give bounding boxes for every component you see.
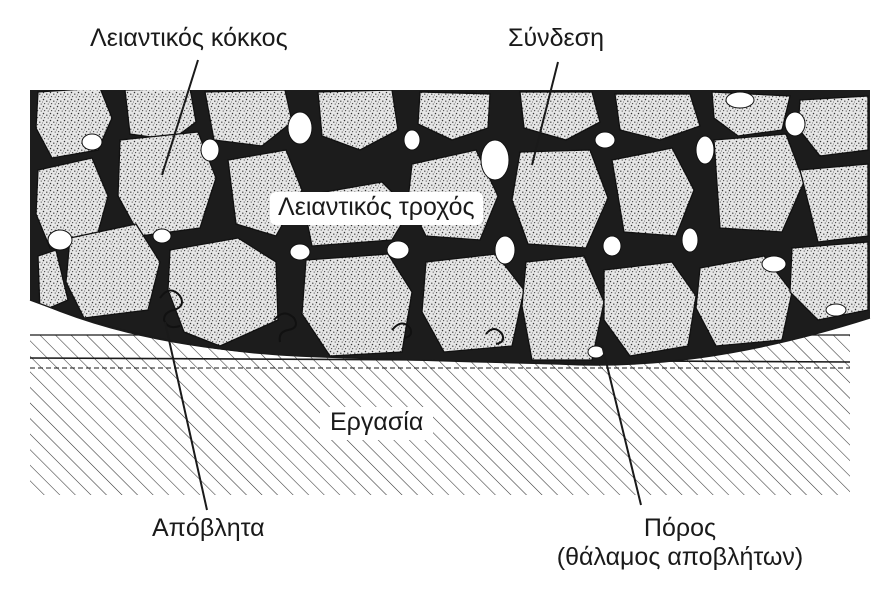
pores [47, 91, 847, 359]
leader-pore [601, 344, 642, 506]
leader-chips [164, 321, 208, 511]
label-chips: Απόβλητα [152, 514, 265, 542]
label-pore-line1: Πόρος [643, 514, 717, 542]
abrasive-grains [35, 90, 869, 361]
leader-lines [161, 59, 642, 511]
label-bond: Σύνδεση [508, 24, 605, 52]
grinding-wheel-body [30, 90, 870, 366]
workpiece-region [29, 334, 851, 495]
leader-bond [531, 61, 559, 166]
chip-curls [159, 289, 505, 345]
leader-abrasive-grain [161, 59, 199, 176]
label-grinding-wheel: Λειαντικός τροχός [270, 192, 483, 225]
label-abrasive-grain: Λειαντικός κόκκος [90, 24, 288, 52]
label-workpiece: Εργασία [320, 407, 434, 440]
label-pore: Πόρος (θάλαμος αποβλήτων) [530, 514, 830, 572]
wheel-contact-outline [29, 299, 871, 366]
label-pore-line2: (θάλαμος αποβλήτων) [556, 543, 804, 571]
